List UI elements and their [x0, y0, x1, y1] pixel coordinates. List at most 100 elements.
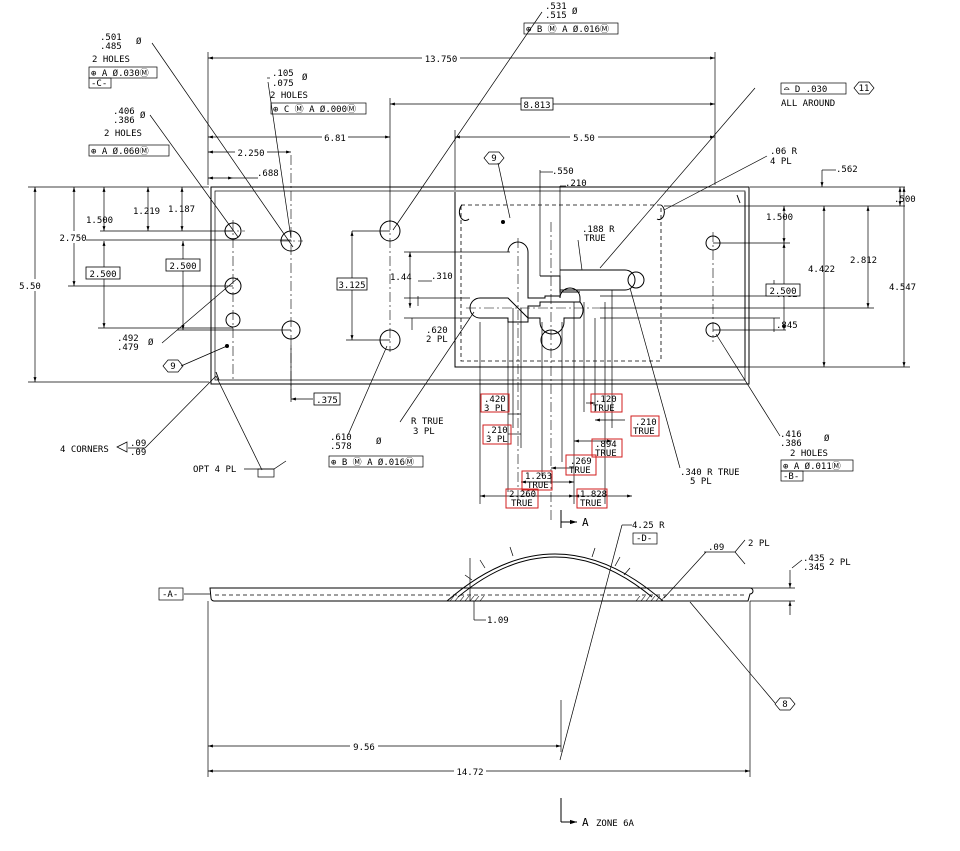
note-h531: .531: [545, 2, 567, 12]
note-h406-dia: Ø: [140, 110, 146, 121]
dim-2750: 2.750: [59, 234, 86, 244]
dim-2500-middle: 2.500: [169, 262, 196, 272]
dim-2500-right: 2.500: [769, 287, 796, 297]
red-269-true: TRUE: [569, 466, 591, 476]
note-h406: .406: [113, 107, 135, 117]
dim-845: .845: [776, 321, 798, 331]
datum-b: -B-: [783, 472, 799, 482]
dim-681: 6.81: [324, 134, 346, 144]
dim-109: 1.09: [487, 616, 509, 626]
red-210-pl: 3 PL: [486, 435, 508, 445]
red-210: .210: [486, 426, 508, 436]
note-r425: 4.25 R: [632, 521, 665, 531]
section-a-bottom: A: [582, 816, 589, 829]
dim-overall-width: 13.750: [425, 55, 458, 65]
red-1828-true: TRUE: [580, 499, 602, 509]
dim-1219: 1.219: [133, 207, 160, 217]
section-a-top: A: [582, 516, 589, 529]
dim-4422: 4.422: [808, 265, 835, 275]
red-210-true: .210: [635, 418, 657, 428]
notch: [215, 371, 220, 381]
note-h386: .386: [113, 116, 135, 126]
flag-9-top: 9: [491, 154, 496, 164]
fcf-h531: ⊕ B Ⓜ A Ø.016Ⓜ: [526, 24, 609, 35]
red-420-pl: 3 PL: [484, 404, 506, 414]
flag-9-bottom: 9: [170, 362, 175, 372]
note-rtrue-pl: 3 PL: [413, 427, 435, 437]
red-120-true: TRUE: [593, 404, 615, 414]
note-h501-qty: 2 HOLES: [92, 55, 130, 65]
note-h492: .492: [117, 334, 139, 344]
dim-956: 9.56: [353, 743, 375, 753]
dim-1472: 14.72: [456, 768, 483, 778]
dim-144: 1.44: [390, 273, 412, 283]
note-h501: .501: [100, 33, 122, 43]
fcf-h610: ⊕ B Ⓜ A Ø.016Ⓜ: [331, 457, 414, 468]
dim-1187: 1.187: [168, 205, 195, 215]
note-h610: .610: [330, 433, 352, 443]
raised-pad-dashed: [460, 204, 662, 362]
flag-8: 8: [782, 700, 787, 710]
dim-310: .310: [431, 272, 453, 282]
red-420: .420: [484, 395, 506, 405]
dim-4547: 4.547: [889, 283, 916, 293]
note-r09-pl: 2 PL: [748, 539, 770, 549]
zone-note: ZONE 6A: [596, 819, 635, 829]
dim-3125: 3.125: [338, 281, 365, 291]
red-2260-true: TRUE: [511, 499, 533, 509]
note-4-corners: 4 CORNERS: [60, 445, 109, 455]
note-opt: OPT 4 PL: [193, 465, 236, 475]
dim-562: .562: [836, 165, 858, 175]
section-dome-inner: [457, 556, 653, 598]
notch: [736, 194, 741, 204]
all-around-note: ALL AROUND: [781, 99, 835, 109]
red-269: .269: [570, 457, 592, 467]
dim-550-vertical: 5.50: [19, 282, 41, 292]
note-r188: .188 R: [582, 225, 615, 235]
note-t435: .435: [803, 554, 825, 564]
notch: [656, 204, 665, 221]
raised-pad-outline: [454, 192, 746, 368]
dim-500: .500: [894, 195, 916, 205]
note-t-pl: 2 PL: [829, 558, 851, 568]
note-rtrue: R TRUE: [411, 417, 444, 427]
dim-8813: 8.813: [523, 101, 550, 111]
dim-2812: 2.812: [850, 256, 877, 266]
red-1263: 1.263: [525, 472, 552, 482]
note-h416-qty: 2 HOLES: [790, 449, 828, 459]
note-h479: .479: [117, 343, 139, 353]
dim-620: .620: [426, 326, 448, 336]
note-r06: .06 R: [770, 147, 798, 157]
dim-620-pl: 2 PL: [426, 335, 448, 345]
slot: [560, 269, 636, 291]
note-r09: .09: [708, 543, 724, 553]
note-h105: .105: [272, 69, 294, 79]
note-h610-dia: Ø: [376, 436, 382, 447]
fcf-h416: ⊕ A Ø.011Ⓜ: [783, 461, 841, 472]
datum-d: -D-: [636, 534, 652, 544]
note-r340-pl: 5 PL: [690, 477, 712, 487]
note-h492-dia: Ø: [148, 337, 154, 348]
note-corners-b: .09: [130, 448, 146, 458]
note-corners-a: .09: [130, 439, 146, 449]
note-h578: .578: [330, 442, 352, 452]
section-dome: [446, 553, 664, 602]
note-t345: .345: [803, 563, 825, 573]
dim-1500-right: 1.500: [766, 213, 793, 223]
cross-recess: [469, 241, 584, 335]
note-h485: .485: [100, 42, 122, 52]
notch: [458, 204, 470, 222]
datum-c: -C-: [91, 79, 107, 89]
dim-550-small: .550: [552, 167, 574, 177]
section-plate: [209, 587, 754, 602]
note-h105-dia: Ø: [302, 72, 308, 83]
profile-flag: 11: [859, 84, 870, 94]
pad-hole: [627, 271, 645, 289]
dim-688: .688: [257, 169, 279, 179]
red-894: .894: [595, 440, 617, 450]
red-1263-true: TRUE: [527, 481, 549, 491]
red-894-true: TRUE: [595, 449, 617, 459]
dim-550-horizontal: 5.50: [573, 134, 595, 144]
red-120: .120: [595, 395, 617, 405]
